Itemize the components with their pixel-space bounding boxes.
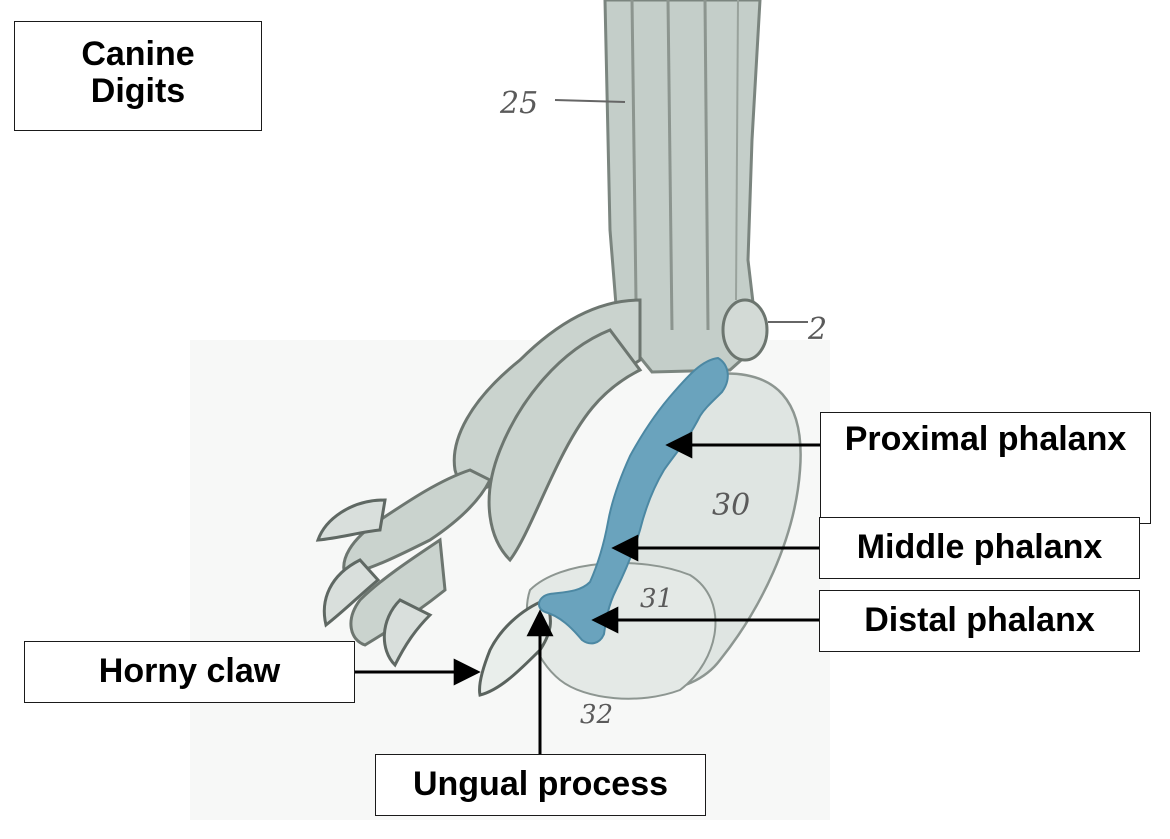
other-digits — [342, 298, 643, 647]
distal-phalanx-label: Distal phalanx — [819, 590, 1140, 652]
page-title: Canine Digits — [14, 21, 262, 131]
horny-claw-label: Horny claw — [24, 641, 355, 703]
sesamoid-bone — [721, 298, 769, 362]
figure-number-32: 32 — [580, 700, 614, 730]
middle-phalanx-label: Middle phalanx — [819, 517, 1140, 579]
figure-number-25: 25 — [500, 86, 539, 121]
leader-25 — [554, 99, 626, 103]
figure-number-30: 30 — [712, 488, 751, 523]
ungual-process-label: Ungual process — [375, 754, 706, 816]
figure-number-2: 2 — [808, 312, 828, 347]
figure-number-31: 31 — [640, 584, 674, 614]
proximal-phalanx-label: Proximal phalanx — [820, 412, 1151, 524]
other-claws — [315, 498, 433, 668]
